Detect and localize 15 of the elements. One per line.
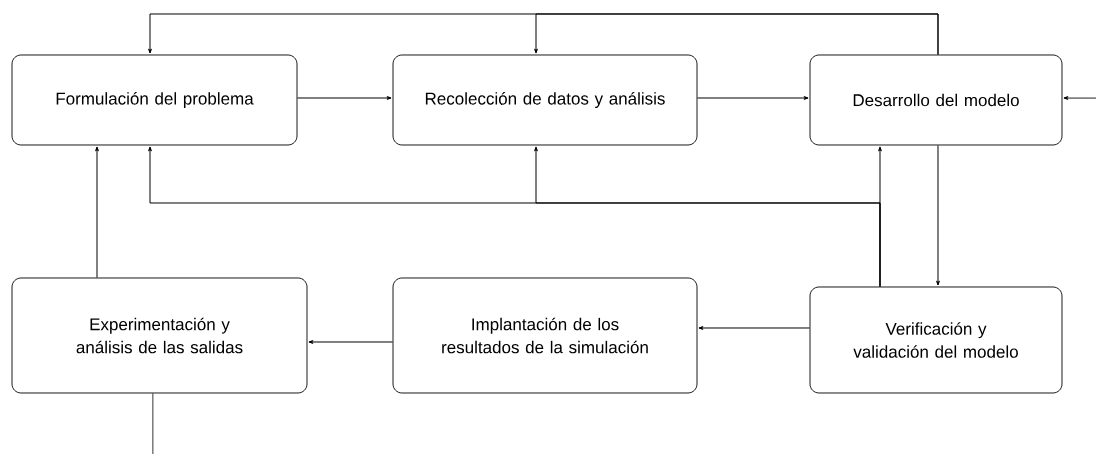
process-box: Implantación de los resultados de la simulación (392, 277, 698, 394)
arrow (95, 146, 99, 279)
arrow (534, 13, 939, 56)
process-box: Formulación del problema (11, 54, 298, 146)
arrow (878, 146, 882, 288)
process-box: Recolección de datos y análisis (392, 54, 698, 146)
arrow (296, 96, 392, 100)
arrow (698, 326, 811, 330)
arrow (936, 144, 940, 286)
process-box: Verificación y validación del modelo (809, 286, 1063, 394)
process-box: Experimentación y análisis de las salidas (11, 277, 308, 394)
arrow (696, 96, 809, 100)
arrow (308, 340, 394, 344)
process-box: Desarrollo del modelo (809, 54, 1063, 146)
arrow (1063, 96, 1096, 100)
